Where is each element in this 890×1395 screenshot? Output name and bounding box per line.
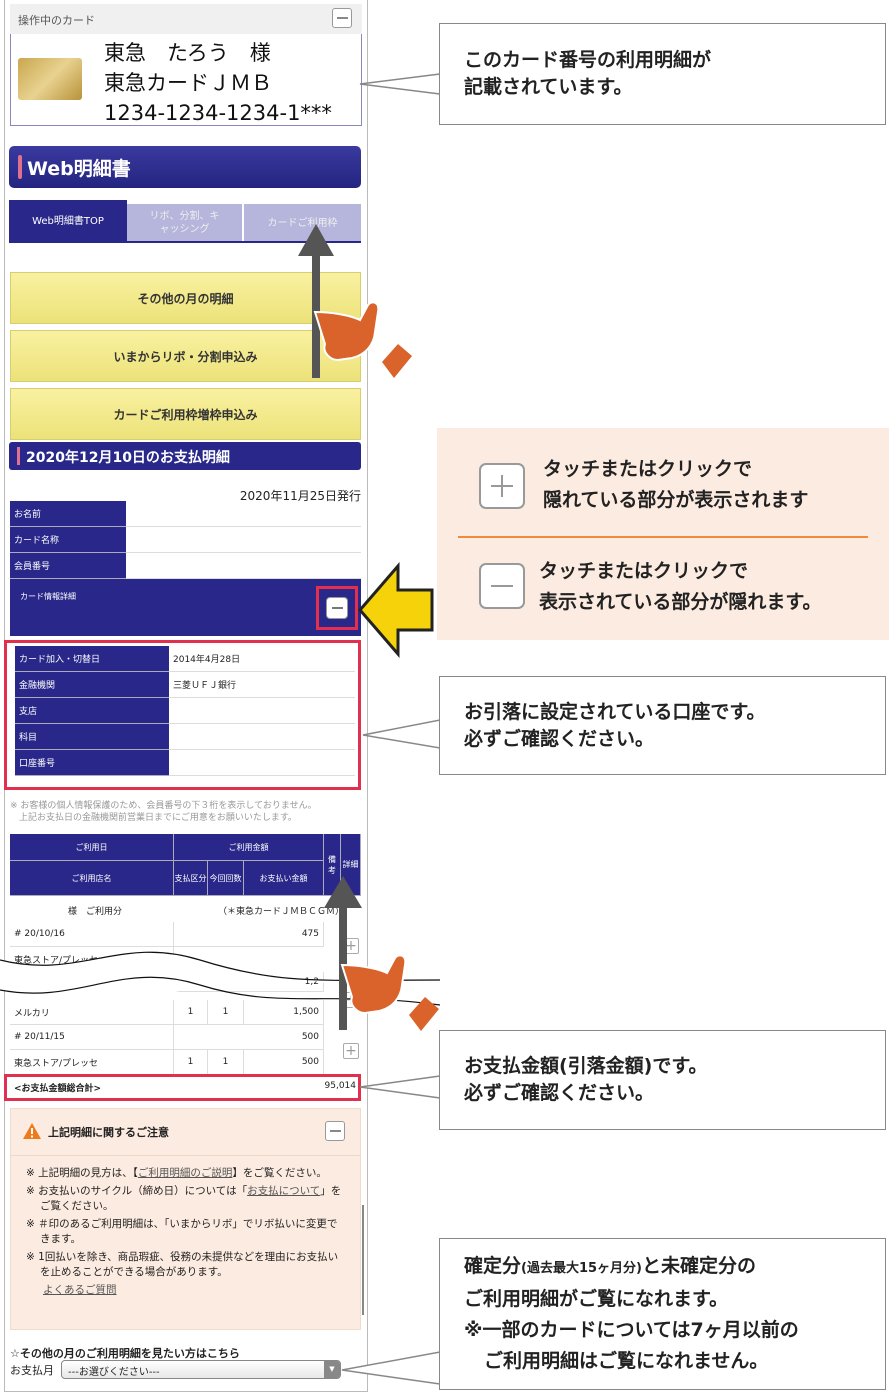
account-highlight-box: [4, 640, 361, 790]
pointing-hand-icon: [340, 954, 439, 1031]
pay-month-label: お支払月: [10, 1364, 54, 1377]
gesture-arrow-1: [298, 224, 412, 378]
info-label: カード名称: [10, 527, 126, 553]
pointing-hand-icon: [313, 301, 412, 378]
expand-row-button[interactable]: +: [343, 1043, 359, 1059]
info-label: 会員番号: [10, 553, 126, 579]
scrollbar[interactable]: [362, 1205, 364, 1315]
current-card-header: 操作中のカード: [10, 4, 362, 34]
detail-label: 科目: [15, 724, 169, 750]
total-amount: 95,014: [324, 1081, 357, 1091]
limit-increase-button[interactable]: カードご利用枠増枠申込み: [10, 388, 361, 440]
row-date: # 20/11/15: [10, 1025, 174, 1050]
plus-icon: +: [345, 1043, 357, 1059]
minus-icon: [331, 607, 343, 609]
notice-item: ※ 1回払いを除き、商品瑕疵、役務の未提供などを理由にお支払いを止めることができ…: [26, 1251, 339, 1278]
tab-revolving[interactable]: リボ、分割、キャッシング: [127, 204, 242, 242]
total-label: <お支払金額総合計>: [14, 1084, 102, 1094]
highlight-box: [316, 586, 358, 630]
minus-icon: [479, 563, 525, 609]
usage-group: 様 ご利用分（＊東急カードＪＭＢＣＧＭ）: [68, 906, 345, 917]
minus-icon: [329, 1130, 341, 1132]
yellow-arrow-icon: [358, 562, 434, 658]
notice-title: 上記明細に関するご注意: [48, 1126, 169, 1139]
detail-label: 金融機関: [15, 672, 169, 698]
notice-item: ※ お支払いのサイクル（締め日）については「お支払について」をご覧ください。: [26, 1185, 342, 1212]
callout-account: お引落に設定されている口座です。必ずご確認ください。: [439, 676, 886, 775]
row-count: 1: [208, 1000, 244, 1025]
notice-panel: [10, 1108, 361, 1330]
col-pay-type: 支払区分: [174, 861, 208, 896]
info-row: カード名称: [10, 527, 361, 553]
usage-explanation-link[interactable]: ご利用明細のご説明: [137, 1167, 233, 1179]
card-image: [18, 58, 82, 100]
card-number: 1234-1234-1234-1***: [104, 101, 332, 125]
plus-icon: +: [345, 938, 357, 954]
detail-label: 口座番号: [15, 750, 169, 776]
collapse-card-button[interactable]: [332, 8, 352, 28]
plus-icon: [479, 463, 525, 509]
payment-info-link[interactable]: お支払について: [247, 1185, 321, 1197]
callout-other-months: 確定分(過去最大15ヶ月分)と未確定分のご利用明細がご覧になれます。※一部のカー…: [439, 1238, 886, 1390]
col-date: ご利用日: [10, 834, 174, 861]
gesture-arrow-2: [324, 876, 439, 1031]
col-shop: ご利用店名: [10, 861, 174, 896]
other-months-label: ☆その他の月のご利用明細を見たい方はこちら: [10, 1347, 240, 1360]
info-value: [126, 553, 361, 579]
faq-link[interactable]: よくあるご質問: [43, 1284, 117, 1296]
current-card-panel: [10, 4, 362, 126]
warning-icon: [23, 1123, 41, 1139]
tab-web-statement-top[interactable]: Web明細書TOP: [9, 200, 127, 242]
info-value: [126, 527, 361, 553]
card-info: 東急 たろう 様 東急カードＪＭＢ 1234-1234-1234-1***: [104, 38, 332, 128]
notice-list: ※ 上記明細の見方は、【ご利用明細のご説明】をご覧ください。 ※ お支払いのサイ…: [26, 1166, 346, 1301]
row-amount: 500: [174, 1025, 324, 1050]
notice-header: [10, 1108, 361, 1156]
callout-card-number: このカード番号の利用明細が記載されています。: [439, 23, 886, 125]
detail-label: 支店: [15, 698, 169, 724]
detail-value: 三菱ＵＦＪ銀行: [169, 672, 355, 698]
detail-value: [169, 724, 355, 750]
col-count: 今回回数: [208, 861, 244, 896]
notice-item: ※ 上記明細の見方は、【ご利用明細のご説明】をご覧ください。: [26, 1167, 327, 1179]
revolving-apply-button[interactable]: いまからリボ・分割申込み: [10, 330, 361, 382]
privacy-note: ※ お客様の個人情報保護のため、会員番号の下３桁を表示しておりません。 上記お支…: [10, 801, 317, 823]
col-pay-amount: お支払い金額: [244, 861, 324, 896]
card-name: 東急カードＪＭＢ: [104, 71, 272, 95]
web-statement-title: Web明細書: [9, 146, 361, 188]
info-label: お名前: [10, 501, 126, 527]
detail-value: 2014年4月28日: [169, 646, 355, 672]
collapse-notice-button[interactable]: [325, 1121, 345, 1141]
minus-help-text: タッチまたはクリックで表示されている部分が隠れます。: [539, 560, 822, 613]
row-shop: メルカリ: [10, 1000, 174, 1025]
detail-label: カード加入・切替日: [15, 646, 169, 672]
info-row: お名前: [10, 501, 361, 527]
row-amount: 475: [174, 922, 324, 947]
total-highlight-box: [4, 1074, 361, 1101]
info-value: [126, 501, 361, 527]
plus-help-text: タッチまたはクリックで隠れている部分が表示されます: [543, 458, 809, 511]
minus-icon: [336, 17, 348, 19]
row-pay-type: 1: [174, 1000, 208, 1025]
divider: [458, 536, 868, 538]
detail-value: [169, 698, 355, 724]
collapse-detail-button[interactable]: [326, 597, 348, 619]
callout-total: お支払金額(引落金額)です。必ずご確認ください。: [439, 1030, 886, 1130]
card-detail-header: カード情報詳細: [10, 579, 361, 636]
row-amount: 1,500: [244, 1000, 324, 1025]
section-title: 2020年12月10日のお支払明細: [9, 442, 361, 470]
pay-month-select[interactable]: ---お選びください---▼: [61, 1360, 341, 1379]
cardholder-name: 東急 たろう 様: [104, 41, 271, 65]
chevron-down-icon: ▼: [324, 1361, 340, 1378]
other-months-button[interactable]: その他の月の明細: [10, 272, 361, 324]
notice-item: ※ ＃印のあるご利用明細は、「いまからリボ」でリボ払いに変更できます。: [26, 1218, 338, 1245]
current-card-label: 操作中のカード: [18, 14, 95, 27]
col-amount: ご利用金額: [174, 834, 324, 861]
row-date: # 20/10/16: [10, 922, 174, 947]
issue-date: 2020年11月25日発行: [239, 489, 361, 503]
tab-card-limit[interactable]: カードご利用枠: [244, 204, 361, 242]
info-row: 会員番号: [10, 553, 361, 579]
detail-value: [169, 750, 355, 776]
